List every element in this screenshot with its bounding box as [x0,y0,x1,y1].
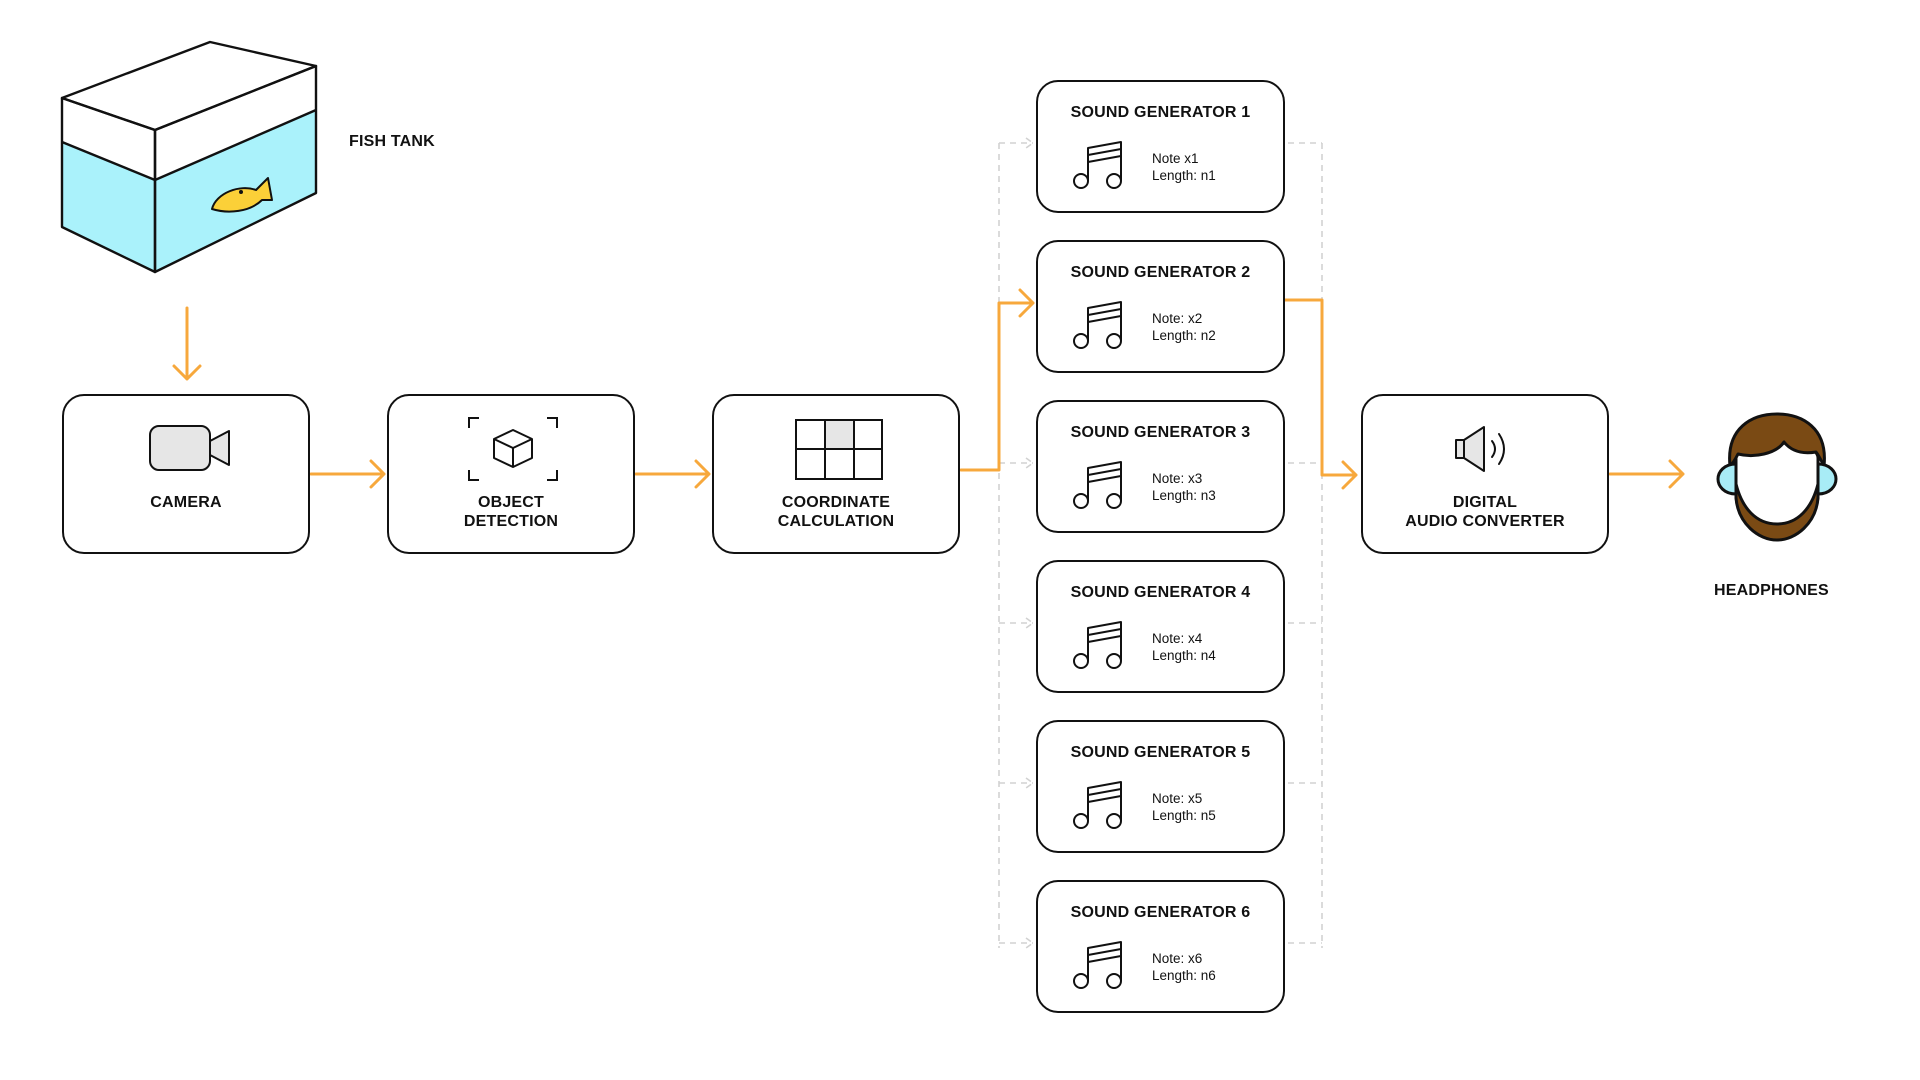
sound-generator-length: Length: n3 [1152,488,1216,503]
music-note-icon [1073,941,1122,989]
music-note-icon [1073,461,1122,509]
sound-generator-length: Length: n2 [1152,328,1216,343]
active-connectors [172,288,1685,490]
inactive-input-stub [999,457,1035,469]
sound-generator-note: Note: x5 [1152,791,1203,806]
sound-generator-length: Length: n6 [1152,968,1216,983]
cube-detect-icon [468,417,558,481]
music-note-icon [1073,621,1122,669]
sound-generator-note: Note: x6 [1152,951,1203,966]
sound-generator-5-node[interactable]: SOUND GENERATOR 5 Note: x5 Length: n5 [1036,720,1285,853]
tank-water-front [62,142,155,272]
object-detection-node[interactable]: OBJECT DETECTION [387,394,635,554]
sound-generator-note: Note: x3 [1152,471,1203,486]
sound-generator-note: Note: x2 [1152,311,1203,326]
sound-generator-6-node[interactable]: SOUND GENERATOR 6 Note: x6 Length: n6 [1036,880,1285,1013]
sound-generator-title: SOUND GENERATOR 5 [1070,744,1251,761]
sound-generator-2-node[interactable]: SOUND GENERATOR 2 Note: x2 Length: n2 [1036,240,1285,373]
inactive-input-stub [999,617,1035,629]
arrow-coordinates-to-generator-2 [959,288,1035,472]
sound-generator-title: SOUND GENERATOR 3 [1070,424,1251,441]
headphones-label: HEADPHONES [1714,582,1829,599]
headphones-icon [1716,412,1838,542]
dac-node[interactable]: DIGITAL AUDIO CONVERTER [1361,394,1609,554]
beard [1734,482,1820,542]
left-ear-cup [1716,462,1738,496]
music-note-icon [1073,781,1122,829]
sound-generator-3-node[interactable]: SOUND GENERATOR 3 Note: x3 Length: n3 [1036,400,1285,533]
music-note-icon [1073,141,1122,189]
grid-icon [795,419,883,480]
sound-generator-4-node[interactable]: SOUND GENERATOR 4 Note: x4 Length: n4 [1036,560,1285,693]
sound-generator-length: Length: n1 [1152,168,1216,183]
sound-generator-title: SOUND GENERATOR 2 [1070,264,1251,281]
music-note-icon [1073,301,1122,349]
sound-generator-title: SOUND GENERATOR 4 [1070,584,1251,601]
inactive-connectors [998,137,1323,949]
hair [1728,412,1826,468]
inactive-input-stub [999,137,1035,149]
arrow-detection-to-coordinates [634,459,711,489]
dac-label: DIGITAL AUDIO CONVERTER [1405,494,1565,530]
sound-generator-length: Length: n4 [1152,648,1216,663]
arrow-generator-2-to-dac [1283,298,1358,490]
camera-label: CAMERA [150,494,222,511]
camera-node[interactable]: CAMERA [62,394,310,554]
coordinate-calculation-node[interactable]: COORDINATE CALCULATION [712,394,960,554]
sound-generator-title: SOUND GENERATOR 6 [1070,904,1251,921]
video-camera-icon [149,425,230,471]
arrow-tank-to-camera [172,306,202,381]
sound-generator-note: Note x1 [1152,151,1199,166]
coordinate-calculation-label: COORDINATE CALCULATION [777,494,895,530]
arrow-dac-to-headphones [1608,459,1685,489]
fish-icon [211,177,273,213]
right-ear-cup [1816,462,1838,496]
arrow-camera-to-detection [309,459,386,489]
speaker-icon [1455,426,1505,472]
sound-generator-1-node[interactable]: SOUND GENERATOR 1 Note x1 Length: n1 [1036,80,1285,213]
fish-tank-label: FISH TANK [349,133,435,150]
sound-generator-title: SOUND GENERATOR 1 [1070,104,1251,121]
inactive-input-stub [999,777,1035,789]
inactive-input-stub [999,937,1035,949]
fish-tank-icon [60,40,318,274]
sound-generator-length: Length: n5 [1152,808,1216,823]
sound-generator-note: Note: x4 [1152,631,1203,646]
object-detection-label: OBJECT DETECTION [463,494,559,530]
